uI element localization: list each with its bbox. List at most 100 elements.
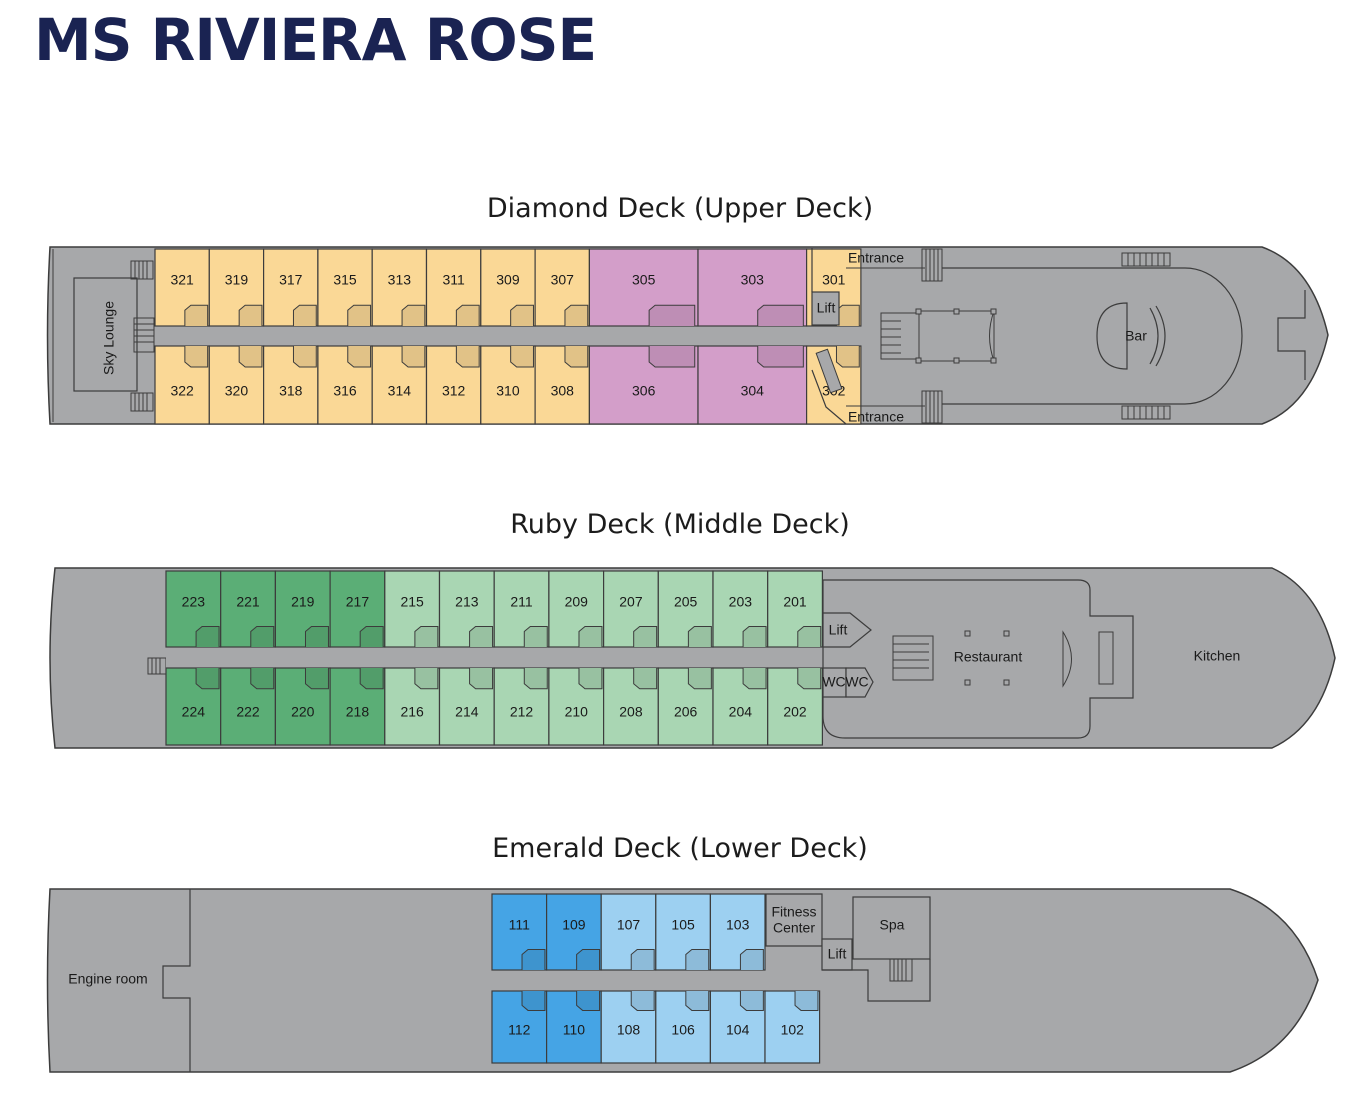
cabin-210-bathroom (578, 668, 603, 690)
cabin-220[interactable]: 220 (274, 667, 331, 746)
cabin-318[interactable]: 318 (263, 345, 319, 425)
cabin-102[interactable]: 102 (764, 990, 821, 1064)
cabin-108[interactable]: 108 (600, 990, 657, 1064)
cabin-103[interactable]: 103 (709, 893, 766, 971)
cabin-305[interactable]: 305 (588, 248, 699, 327)
cabin-106[interactable]: 106 (655, 990, 711, 1064)
cabin-311[interactable]: 311 (425, 248, 482, 327)
cabin-304[interactable]: 304 (697, 345, 808, 425)
cabin-321[interactable]: 321 (154, 248, 210, 327)
cabin-316[interactable]: 316 (317, 345, 373, 425)
cabin-217-number: 217 (346, 594, 370, 610)
cabin-224[interactable]: 224 (165, 667, 222, 746)
cabin-201[interactable]: 201 (767, 570, 824, 648)
cabin-218-bathroom (359, 668, 384, 690)
cabin-104[interactable]: 104 (709, 990, 766, 1064)
cabin-207[interactable]: 207 (602, 570, 659, 648)
cabin-223[interactable]: 223 (165, 570, 222, 648)
cabin-306-bathroom (648, 346, 696, 368)
cabin-218[interactable]: 218 (329, 667, 386, 746)
cabin-213-number: 213 (455, 594, 479, 610)
cabin-310[interactable]: 310 (480, 345, 536, 425)
cabin-306[interactable]: 306 (588, 345, 699, 425)
cabin-311-bathroom (455, 304, 480, 326)
cabin-104-bathroom (739, 991, 764, 1011)
cabin-112[interactable]: 112 (491, 990, 548, 1064)
cabin-315[interactable]: 315 (317, 248, 373, 327)
cabin-319[interactable]: 319 (208, 248, 265, 327)
cabin-107-bathroom (630, 948, 655, 970)
emerald-lift-label: Lift (828, 946, 847, 962)
cabin-316-bathroom (347, 346, 372, 368)
cabin-322-number: 322 (170, 383, 194, 399)
fitness-label-1: Fitness (771, 904, 816, 920)
cabin-313[interactable]: 313 (371, 248, 428, 327)
cabin-109-number: 109 (562, 917, 586, 933)
cabin-207-number: 207 (619, 594, 643, 610)
cabin-317[interactable]: 317 (263, 248, 319, 327)
cabin-223-number: 223 (182, 594, 206, 610)
cabin-208[interactable]: 208 (602, 667, 659, 746)
cabin-201-bathroom (797, 625, 822, 647)
cabin-105[interactable]: 105 (655, 893, 711, 971)
cabin-206[interactable]: 206 (657, 667, 714, 746)
cabin-307[interactable]: 307 (534, 248, 590, 327)
cabin-309[interactable]: 309 (480, 248, 536, 327)
cabin-308[interactable]: 308 (534, 345, 590, 425)
cabin-219[interactable]: 219 (274, 570, 331, 648)
bar-counter (1096, 302, 1166, 370)
cabin-322[interactable]: 322 (154, 345, 210, 425)
cabin-205[interactable]: 205 (657, 570, 714, 648)
cabin-309-number: 309 (496, 272, 520, 288)
cabin-311-number: 311 (442, 272, 465, 288)
cabin-313-bathroom (401, 304, 426, 326)
bow-mooring-outline (1277, 290, 1306, 380)
cabin-314[interactable]: 314 (371, 345, 428, 425)
cabin-110-number: 110 (563, 1022, 586, 1038)
cabin-107-number: 107 (617, 917, 641, 933)
cabin-203[interactable]: 203 (712, 570, 769, 648)
cabin-111[interactable]: 111 (491, 893, 548, 971)
cabin-110[interactable]: 110 (545, 990, 602, 1064)
diamond-lift[interactable] (811, 291, 840, 326)
cabin-213[interactable]: 213 (438, 570, 495, 648)
cabin-319-bathroom (238, 304, 263, 326)
cabin-212-bathroom (523, 668, 548, 690)
engine-room-wall (162, 889, 191, 1072)
cabin-210-number: 210 (565, 704, 589, 720)
cabin-109[interactable]: 109 (545, 893, 602, 971)
cabin-303[interactable]: 303 (697, 248, 808, 327)
cabin-202[interactable]: 202 (767, 667, 824, 746)
cabin-108-bathroom (630, 991, 655, 1011)
cabin-320[interactable]: 320 (208, 345, 265, 425)
ruby-lift[interactable] (822, 612, 872, 648)
cabin-209[interactable]: 209 (548, 570, 605, 648)
sky-lounge-stairs (130, 260, 155, 412)
cabin-204[interactable]: 204 (712, 667, 769, 746)
cabin-209-number: 209 (565, 594, 589, 610)
cabin-103-bathroom (739, 948, 764, 970)
cabin-212[interactable]: 212 (493, 667, 550, 746)
cabin-305-bathroom (648, 304, 696, 326)
cabin-215[interactable]: 215 (384, 570, 441, 648)
cabin-210[interactable]: 210 (548, 667, 605, 746)
cabin-220-bathroom (304, 668, 329, 690)
cabin-312[interactable]: 312 (425, 345, 482, 425)
cabin-217[interactable]: 217 (329, 570, 386, 648)
cabin-216[interactable]: 216 (384, 667, 441, 746)
diamond-deck-title: Diamond Deck (Upper Deck) (486, 193, 874, 224)
cabin-211-number: 211 (510, 594, 533, 610)
cabin-214[interactable]: 214 (438, 667, 495, 746)
entrance-bottom-label: Entrance (848, 409, 904, 425)
cabin-319-number: 319 (225, 272, 249, 288)
cabin-221[interactable]: 221 (220, 570, 276, 648)
cabin-211[interactable]: 211 (493, 570, 550, 648)
cabin-222-number: 222 (236, 704, 260, 720)
cabin-107[interactable]: 107 (600, 893, 657, 971)
cabin-222[interactable]: 222 (220, 667, 276, 746)
cabin-307-bathroom (564, 304, 589, 326)
page-title: MS RIVIERA ROSE (34, 6, 597, 74)
